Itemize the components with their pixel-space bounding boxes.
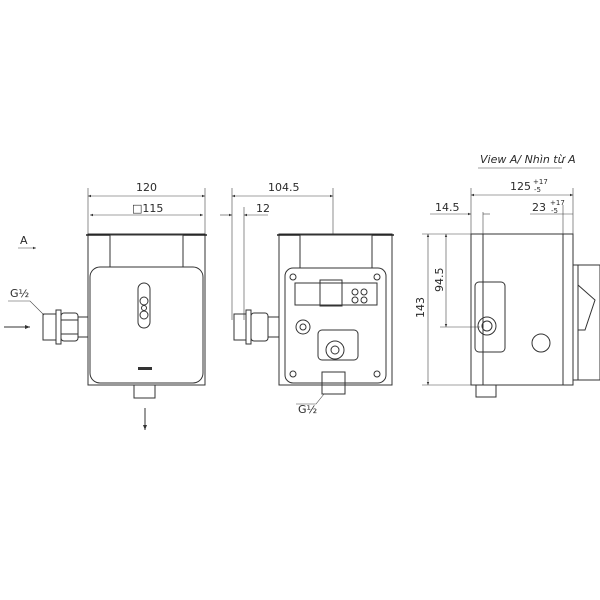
- dim-left-label: 14.5: [435, 201, 460, 214]
- dim-depth-label: 125: [510, 180, 531, 193]
- dim-width-label: 120: [136, 181, 157, 194]
- inlet-fitting: [42, 309, 89, 345]
- view-a-marker: A: [20, 234, 28, 247]
- side-inlet-fitting: [233, 309, 280, 345]
- dim-square-label: □115: [132, 202, 163, 215]
- dim-right-label: 23: [532, 201, 546, 214]
- side-view: 104.5 12 G½: [220, 181, 394, 416]
- outlet-thread-label: G½: [298, 403, 317, 416]
- dim-height-label: 143: [414, 297, 427, 318]
- inlet-port: [477, 316, 497, 336]
- view-a-body: [470, 233, 574, 386]
- dim-depth-tol-upper: +17: [533, 178, 548, 186]
- valve-mounting-plate: [284, 267, 387, 384]
- sensor-port: [531, 333, 551, 353]
- inlet-thread-label: G½: [10, 287, 29, 300]
- outlet-pipe: [133, 384, 156, 399]
- dim-depth-label: 104.5: [268, 181, 300, 194]
- terminal-block: [294, 282, 378, 306]
- view-a: View A/ Nhìn từ A 125 +17 -5 14.5 23 +17…: [414, 153, 600, 398]
- solenoid-valve: [317, 329, 359, 361]
- filter-knob: [295, 319, 311, 335]
- dim-right-tol-lower: -5: [551, 207, 558, 215]
- dim-depth-tol-lower: -5: [534, 186, 541, 194]
- dim-offset-label: 12: [256, 202, 270, 215]
- front-view: 120 □115 G½ A: [4, 181, 207, 430]
- cover-flange: [572, 264, 600, 381]
- front-cover-plate: [89, 266, 204, 384]
- sensor-window-icon: [137, 282, 151, 329]
- dim-inlet-height-label: 94.5: [433, 268, 446, 293]
- side-outlet-pipe: [321, 371, 346, 395]
- brand-logo: [138, 367, 152, 370]
- side-body: [278, 233, 393, 386]
- view-a-title: View A/ Nhìn từ A: [480, 153, 576, 166]
- dim-right-tol-upper: +17: [550, 199, 565, 207]
